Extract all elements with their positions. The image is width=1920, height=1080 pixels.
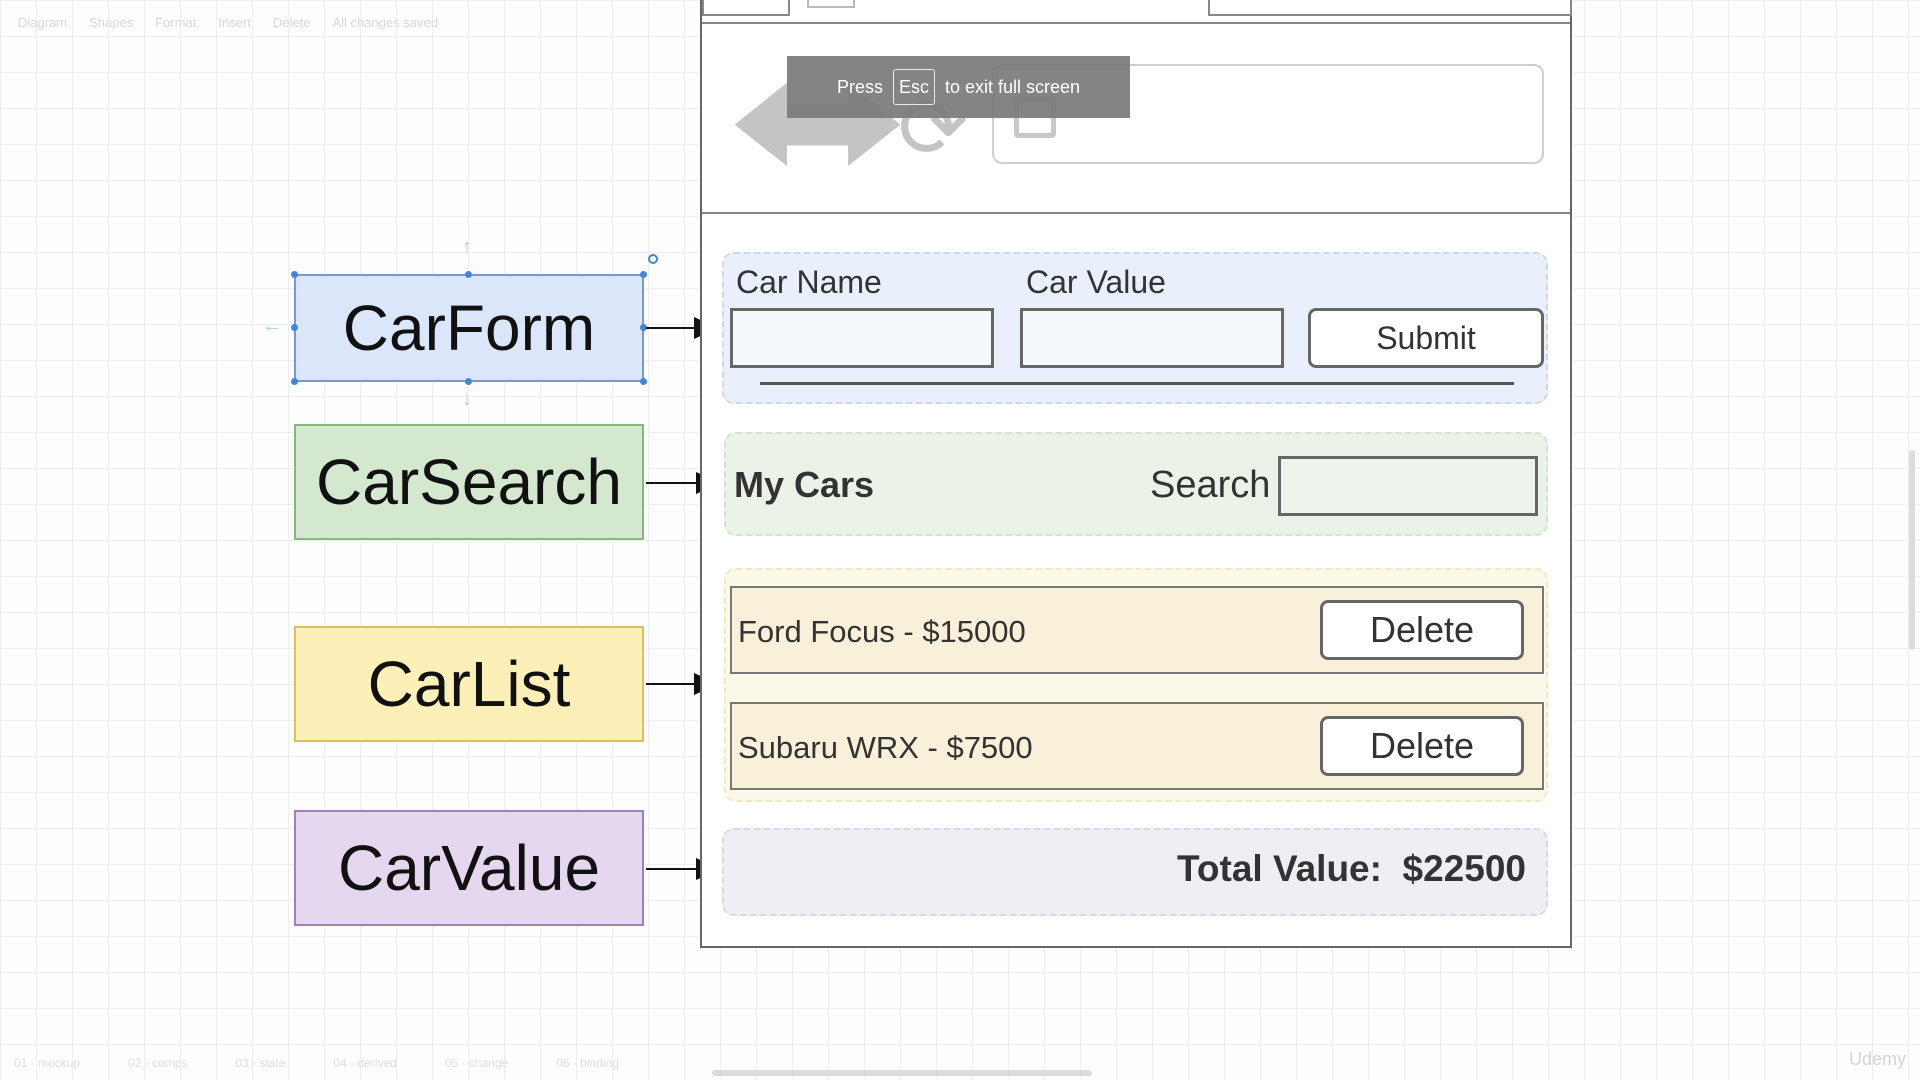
browser-tab [702,0,790,16]
page-tab[interactable]: 02 - comps [128,1056,188,1070]
esc-key: Esc [892,69,935,105]
my-cars-heading: My Cars [734,464,875,505]
save-status: All changes saved [332,14,438,30]
carlist-component-box[interactable]: CarList [294,626,644,742]
toolbar-insert[interactable]: Insert [218,14,251,30]
carform-arrow [646,327,694,329]
car-name-input [730,308,994,368]
page-tab[interactable]: 01 - mockup [14,1056,81,1070]
carform-component-box[interactable]: CarForm [294,274,644,382]
car-item-text: Ford Focus - $15000 [738,614,1026,649]
connect-left-arrow-icon[interactable]: ← [262,315,282,337]
watermark-logo: Udemy [1848,1049,1906,1069]
carlist-arrow [646,683,694,685]
browser-nav-bar: 🡄 🡆 ⟳ [702,22,1570,214]
toolbar-delete[interactable]: Delete [272,14,311,30]
total-value-label: Total Value: [1177,848,1382,889]
toast-press-text: Press [836,76,883,97]
page-tabs: 01 - mockup 02 - comps 03 - state 04 - d… [0,1050,1014,1076]
carform-section: Car Name Car Value Submit [722,252,1548,404]
browser-tab [1208,0,1572,16]
browser-mockup: 🡄 🡆 ⟳ Car Name Car Value Submit My Cars … [700,0,1572,948]
car-value-label: Car Value [1026,264,1166,300]
list-item: Subaru WRX - $7500 Delete [730,702,1544,790]
connect-down-arrow-icon[interactable]: ↓ [462,388,472,410]
fullscreen-toast: Press Esc to exit full screen [787,56,1130,118]
horizontal-scrollbar[interactable] [712,1070,1092,1076]
selection-handle[interactable] [465,378,472,385]
page-tab[interactable]: 05 - change [444,1056,509,1070]
vertical-scrollbar[interactable] [1909,450,1915,650]
car-value-input [1020,308,1284,368]
selection-handle[interactable] [291,324,298,331]
submit-button: Submit [1308,308,1544,368]
selection-handle[interactable] [465,271,472,278]
car-name-label: Car Name [736,264,882,300]
toolbar-shapes[interactable]: Shapes [89,14,134,30]
carvalue-section: Total Value: $22500 [722,828,1548,916]
connect-up-arrow-icon[interactable]: ↑ [462,236,472,258]
list-item: Ford Focus - $15000 Delete [730,586,1544,674]
rotate-handle[interactable] [648,254,658,264]
browser-tab [807,0,855,8]
delete-button: Delete [1320,716,1524,776]
page-tab[interactable]: 04 - derived [333,1056,397,1070]
toolbar-format[interactable]: Format [155,14,197,30]
carsearch-section: My Cars Search [724,432,1548,536]
search-label: Search [1150,464,1271,506]
selection-handle[interactable] [640,271,647,278]
selection-handle[interactable] [640,378,647,385]
carlist-section: Ford Focus - $15000 Delete Subaru WRX - … [724,568,1548,802]
carvalue-arrow [646,868,696,870]
browser-tab-strip [702,0,1572,24]
carsearch-component-box[interactable]: CarSearch [294,424,644,540]
selection-handle[interactable] [291,271,298,278]
search-input [1278,456,1538,516]
page-tab[interactable]: 03 - state [235,1056,286,1070]
delete-button: Delete [1320,600,1524,660]
total-value-amount: $22500 [1402,848,1526,889]
editor-toolbar: Diagram Shapes Format Insert Delete All … [0,0,718,44]
selection-handle[interactable] [640,324,647,331]
car-item-text: Subaru WRX - $7500 [738,730,1033,765]
total-value: Total Value: $22500 [1177,848,1526,890]
selection-handle[interactable] [291,378,298,385]
toast-message: to exit full screen [944,76,1081,97]
toolbar-diagram-menu[interactable]: Diagram [18,14,68,30]
carvalue-component-box[interactable]: CarValue [294,810,644,926]
form-divider [760,382,1514,385]
page-tab[interactable]: 06 - binding [556,1056,619,1070]
carsearch-arrow [646,482,696,484]
